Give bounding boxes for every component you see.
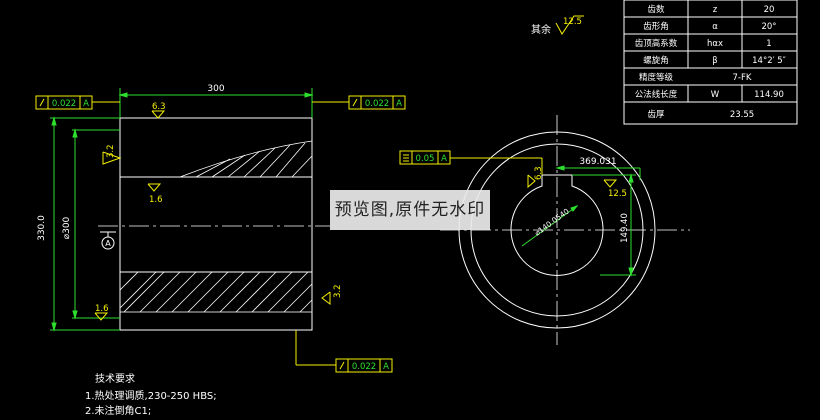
- table-cell-value: 20: [764, 5, 775, 15]
- dimension-length-value: 300: [207, 84, 224, 94]
- roughness-symbol: [555, 15, 584, 35]
- table-cell-name: 齿顶高系数: [635, 38, 678, 49]
- datum-marker: [100, 231, 116, 250]
- tolerance-frame-right: [312, 95, 406, 110]
- dimension-height: [50, 116, 120, 332]
- dimension-right-height-value: 149.40: [620, 213, 630, 243]
- table-cell-name: 齿形角: [643, 21, 669, 32]
- dimension-key-depth: [555, 165, 641, 180]
- table-cell-symbol: W: [711, 90, 720, 100]
- table-cell-value: 23.55: [730, 110, 754, 120]
- table-cell-name: 齿数: [647, 4, 665, 15]
- tolerance-left-value: 0.022: [52, 99, 76, 109]
- dimension-diameter-value: ⌀300: [62, 216, 72, 239]
- sleeve-side-view: [98, 117, 330, 331]
- roughness-right-value: 12.5: [608, 189, 627, 199]
- dimension-length: [118, 88, 314, 118]
- dimension-bore-value: ⌀140.0540: [533, 207, 571, 238]
- roughness-top-value: 6.3: [152, 102, 166, 112]
- dimension-key-depth-value: 369.031: [579, 157, 616, 167]
- roughness-left-top-value: 3.2: [106, 144, 116, 158]
- table-cell-symbol: hαx: [707, 39, 723, 49]
- tolerance-frame-bottom: [295, 330, 393, 373]
- table-cell-name: 精度等级: [639, 72, 674, 83]
- datum-label: A: [105, 239, 111, 248]
- table-cell-name: 齿厚: [647, 110, 665, 120]
- table-cell-value: 7-FK: [733, 73, 752, 83]
- dimension-right-height: [572, 173, 636, 277]
- sleeve-end-view: [440, 115, 690, 345]
- table-cell-name: 公法线长度: [635, 89, 678, 100]
- watermark-banner: 预览图,原件无水印: [330, 190, 490, 230]
- notes-item: 1.热处理调质,230-250 HBS;: [85, 389, 217, 402]
- tolerance-bottom-datum: A: [383, 362, 389, 372]
- notes-item: 2.未注倒角C1;: [85, 404, 151, 417]
- table-cell-symbol: α: [712, 22, 718, 32]
- roughness-symbol: [527, 174, 618, 189]
- tolerance-bottom-value: 0.022: [352, 362, 376, 372]
- gear-parameter-table: [623, 0, 798, 125]
- roughness-rest-label: 其余: [531, 23, 551, 36]
- roughness-key-value: 6.3: [534, 166, 544, 180]
- tolerance-right-value: 0.022: [365, 99, 389, 109]
- table-cell-symbol: β: [712, 56, 717, 66]
- tolerance-left-datum: A: [83, 99, 89, 109]
- dimension-bore: [521, 204, 579, 247]
- tolerance-frame-left: [35, 95, 120, 110]
- tolerance-right-datum: A: [396, 99, 402, 109]
- roughness-rest-value: 12.5: [563, 17, 582, 27]
- notes-title: 技术要求: [95, 372, 135, 385]
- roughness-left-bottom-value: 1.6: [95, 304, 109, 314]
- roughness-symbol: [94, 110, 331, 321]
- roughness-right-bottom-value: 3.2: [333, 284, 343, 298]
- table-cell-value: 114.90: [754, 90, 784, 100]
- roughness-mid-value: 1.6: [149, 195, 163, 205]
- table-cell-value: 1: [766, 39, 771, 49]
- dimension-height-value: 330.0: [37, 215, 47, 241]
- table-cell-symbol: z: [713, 5, 718, 15]
- table-cell-name: 螺旋角: [643, 55, 669, 66]
- table-cell-value: 20°: [761, 22, 776, 32]
- tolerance-flat-datum: A: [441, 154, 447, 164]
- tolerance-flat-value: 0.05: [416, 154, 435, 164]
- table-cell-value: 14°2′ 5″: [752, 56, 786, 66]
- tolerance-frame-flat: [399, 150, 543, 175]
